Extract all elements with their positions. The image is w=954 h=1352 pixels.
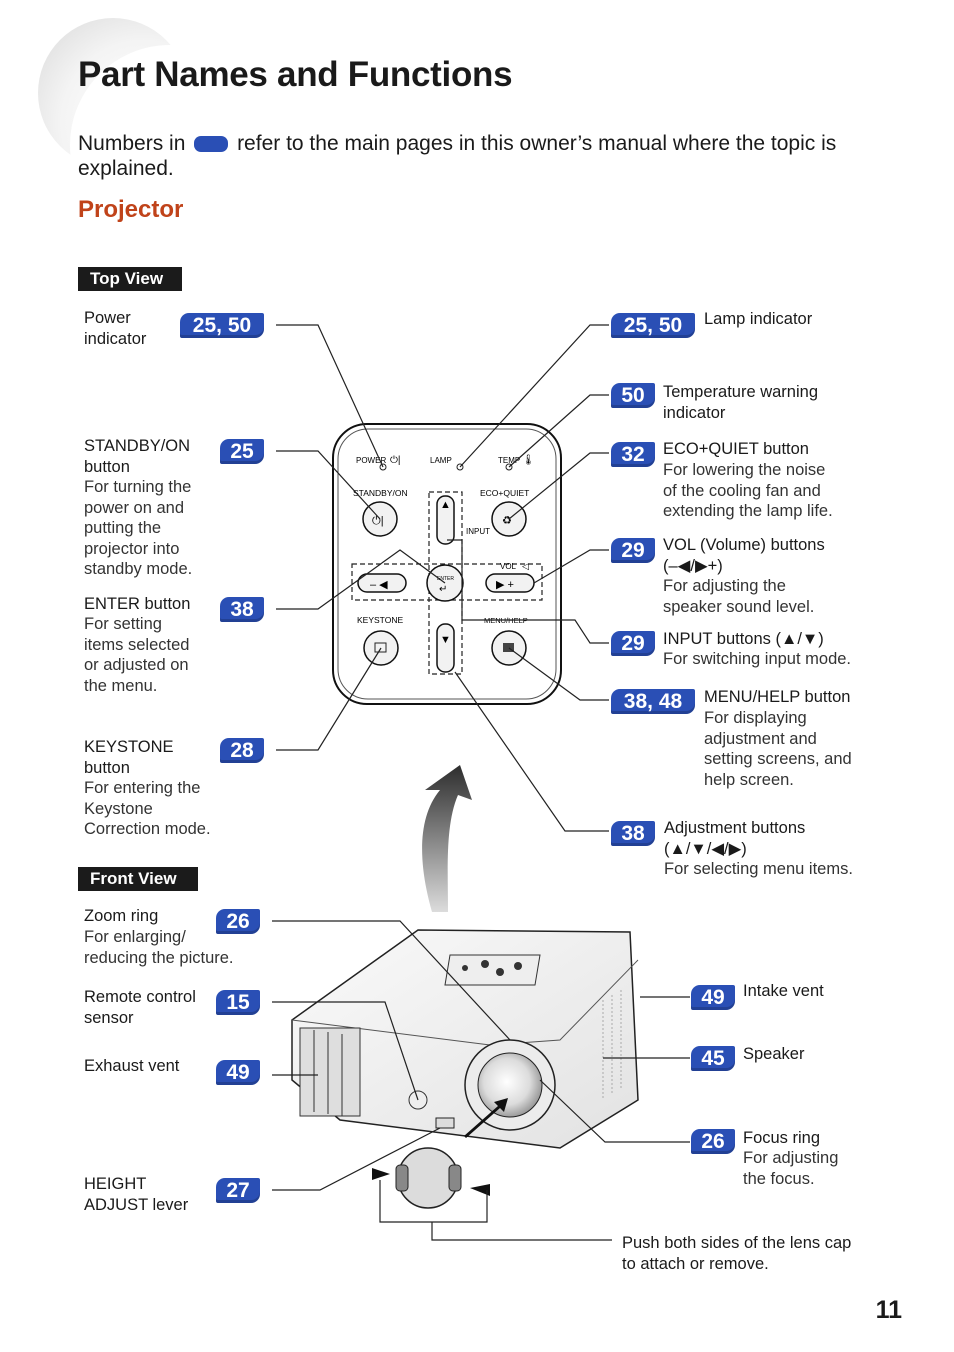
front-view-label: Front View [78,867,198,891]
label-vol-buttons: VOL (Volume) buttons (–◀/▶+) [663,536,825,575]
front-view-leader-lines [272,920,690,1241]
label-lamp-indicator: Lamp indicator [704,310,813,328]
page-ref-focus: 26 [691,1129,735,1154]
label-intake-vent: Intake vent [743,982,824,1000]
power-symbol-icon: ⏻| [390,455,401,466]
page-ref-adjustment: 38 [611,821,655,846]
attach-arrow-icon [464,1098,508,1138]
vol-minus-icon: – ◀ [370,579,388,591]
intro-before: Numbers in [78,132,186,155]
label-zoom-ring: Zoom ring [84,907,159,925]
lens-cap-note: Push both sides of the lens cap to attac… [622,1234,852,1273]
desc-adjustment-buttons: For selecting menu items. [664,860,853,878]
page-ref-standby: 25 [220,439,264,464]
menu-icon [503,643,514,652]
page-ref-vol: 29 [611,538,655,563]
height-adjust-lever [435,1117,455,1129]
label-remote-sensor: Remote control sensor [84,988,196,1027]
top-control-panel [444,954,541,986]
page-ref-enter: 38 [220,597,264,622]
panel-eco-label: ECO+QUIET [480,488,529,498]
vol-minus-button[interactable] [357,573,407,593]
label-speaker: Speaker [743,1045,805,1063]
projector-front-illustration [291,929,639,1209]
intro-text: Numbers in refer to the main pages in th… [78,131,898,181]
label-keystone-button: KEYSTONE button [84,738,174,777]
label-standby-button: STANDBY/ON button [84,437,191,476]
label-focus-ring: Focus ring [743,1129,821,1147]
desc-enter-button: For setting items selected or adjusted o… [84,615,190,695]
page-ref-input: 29 [611,631,655,656]
page-ref-lamp: 25, 50 [611,313,695,338]
label-exhaust-vent: Exhaust vent [84,1057,180,1075]
top-view-panel: POWER ⏻| LAMP TEMP 🌡 STANDBY/ON ECO+QUIE… [332,423,562,705]
page-ref-height-adjust: 27 [216,1178,260,1203]
panel-temp-label: TEMP [498,456,520,465]
desc-vol-buttons: For adjusting the speaker sound level. [663,577,815,616]
label-eco-button: ECO+QUIET button [663,440,809,458]
page-ref-exhaust: 49 [216,1060,260,1085]
page-ref-intake: 49 [691,985,735,1010]
page-ref-remote-sensor: 15 [216,990,260,1015]
page-reference-badge-icon [194,136,229,153]
label-menu-button: MENU/HELP button [704,688,851,706]
lens [477,1052,543,1118]
intro-after: refer to the main pages in this owner’s … [78,132,837,180]
panel-lamp-label: LAMP [430,456,452,465]
page-number: 11 [875,1296,902,1324]
speaker-volume-icon: ◁ [522,561,529,571]
page-ref-menu: 38, 48 [611,689,695,714]
label-enter-button: ENTER button [84,595,191,613]
panel-standby-label: STANDBY/ON [353,488,408,498]
section-heading: Projector [78,196,184,223]
page-ref-eco: 32 [611,442,655,467]
standby-button-icon: ⏻| [372,515,384,527]
panel-power-label: POWER [356,456,386,465]
push-right-arrow-icon [470,1184,490,1196]
enter-return-icon: ↵ [439,584,447,595]
desc-zoom-ring: For enlarging/ reducing the picture. [84,928,234,967]
panel-input-label: INPUT [466,527,490,536]
label-power-indicator: Power indicator [84,309,147,348]
label-adjustment-buttons: Adjustment buttons (▲/▼/◀/▶) [664,819,806,858]
down-arrow-icon: ▼ [440,634,451,646]
vol-plus-icon: ▶ + [496,579,514,591]
desc-menu-button: For displaying adjustment and setting sc… [704,709,852,789]
desc-input-buttons: For switching input mode. [663,650,852,668]
page-ref-speaker: 45 [691,1046,735,1071]
label-input-buttons: INPUT buttons (▲/▼) [663,630,824,648]
thermometer-icon: 🌡 [522,454,535,466]
input-up-button[interactable] [436,495,455,545]
desc-standby-button: For turning the power on and putting the… [84,478,193,578]
desc-eco-button: For lowering the noise of the cooling fa… [663,461,833,520]
label-temp-indicator: Temperature warning indicator [663,383,818,422]
input-down-button[interactable] [436,623,455,673]
eco-leaf-icon: ♻ [502,515,512,527]
orientation-arrow-icon [422,765,472,912]
desc-keystone-button: For entering the Keystone Correction mod… [84,779,211,838]
panel-keystone-label: KEYSTONE [357,615,403,625]
panel-enter-label: ENTER [437,576,454,582]
page-ref-keystone: 28 [220,738,264,763]
panel-vol-label: VOL [500,562,517,571]
page-ref-power-indicator: 25, 50 [180,313,264,338]
page-title: Part Names and Functions [78,55,513,94]
page-ref-zoom: 26 [216,909,260,934]
push-left-arrow-icon [372,1168,390,1180]
label-height-adjust: HEIGHT ADJUST lever [84,1175,189,1214]
header-decoration-mask [70,45,270,245]
up-arrow-icon: ▲ [440,499,451,511]
page-ref-temp: 50 [611,383,655,408]
keystone-icon [374,642,387,653]
top-view-label: Top View [78,267,182,291]
exhaust-vent-grille [299,1027,361,1117]
desc-focus-ring: For adjusting the focus. [743,1149,839,1188]
top-view-leader-lines [276,324,609,832]
